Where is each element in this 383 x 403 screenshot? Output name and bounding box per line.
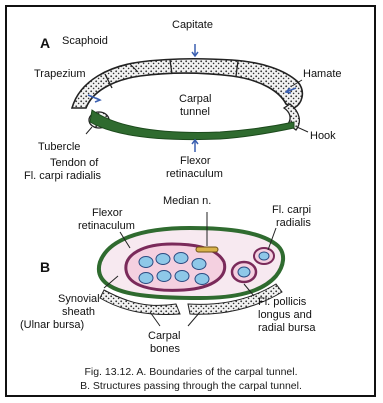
tendon (192, 259, 206, 270)
label-capitate: Capitate (172, 19, 213, 31)
label-flexor-b: Flexor (92, 207, 123, 219)
label-fl-carpi: Fl. carpi (272, 204, 311, 216)
label-carpal-b: Carpal (148, 330, 180, 342)
label-sheath: sheath (62, 306, 95, 318)
label-scaphoid: Scaphoid (62, 35, 108, 47)
figure-caption: Fig. 13.12. A. Boundaries of the carpal … (10, 365, 372, 393)
fcr-tendon (259, 252, 269, 260)
label-tunnel: tunnel (180, 106, 210, 118)
label-radial-bursa: radial bursa (258, 322, 316, 334)
label-median-nerve: Median n. (163, 195, 211, 207)
tendon (174, 253, 188, 264)
label-hamate: Hamate (303, 68, 342, 80)
label-longus-and: longus and (258, 309, 312, 321)
fpl-tendon (238, 267, 250, 277)
label-trapezium: Trapezium (34, 68, 86, 80)
label-retinaculum-b: retinaculum (78, 220, 135, 232)
label-tendon-of: Tendon of (50, 157, 99, 169)
panel-b-letter: B (40, 259, 50, 275)
label-fl-carpi-radialis-a: Fl. carpi radialis (24, 170, 102, 182)
caption-line-1: Fig. 13.12. A. Boundaries of the carpal … (10, 365, 372, 379)
leader-tubercle (86, 127, 92, 134)
label-fl-pollicis: Fl. pollicis (258, 296, 307, 308)
tendon (156, 254, 170, 265)
panel-b: B Flexor retinaculum Median n. Fl. carpi… (20, 195, 316, 355)
tendon (195, 274, 209, 285)
label-hook: Hook (310, 130, 336, 142)
label-tubercle: Tubercle (38, 141, 80, 153)
panel-a-letter: A (40, 35, 50, 51)
tendon (139, 273, 153, 284)
caption-line-2: B. Structures passing through the carpal… (10, 379, 372, 393)
label-ulnar-bursa: (Ulnar bursa) (20, 319, 84, 331)
label-bones: bones (150, 343, 180, 355)
tendon (175, 271, 189, 282)
tendon (157, 271, 171, 282)
panel-a: A Scaphoid Capitate Trapezium Hamate Car… (24, 19, 342, 182)
leader-hook (297, 127, 308, 132)
arrow-trapezium-head (95, 98, 100, 102)
label-retinaculum-a: retinaculum (166, 168, 223, 180)
tendon (139, 257, 153, 268)
label-carpal: Carpal (179, 93, 211, 105)
label-radialis: radialis (276, 217, 311, 229)
label-synovial: Synovial (58, 293, 100, 305)
label-flexor-a: Flexor (180, 155, 211, 167)
median-nerve (196, 247, 218, 252)
